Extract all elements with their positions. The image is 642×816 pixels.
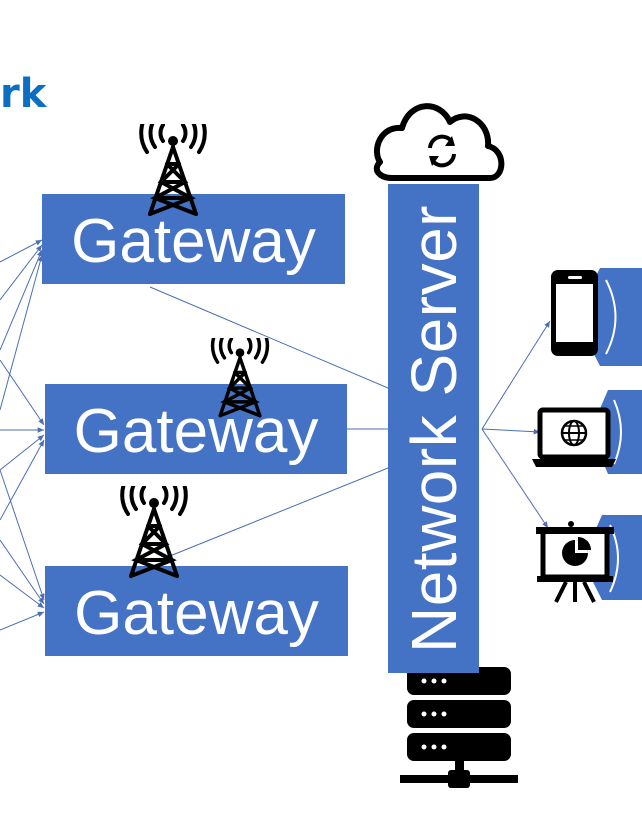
presentation-chart-icon (536, 521, 614, 603)
network-server-label: Network Server (397, 204, 470, 653)
gateway-server-connectors (149, 286, 389, 557)
radio-tower-icon (138, 124, 208, 219)
server-rack-icon (400, 667, 518, 788)
radio-tower-icon (118, 486, 190, 581)
network-server-box: Network Server (388, 184, 479, 673)
gateway-box: Gateway (45, 566, 348, 656)
gateway-label: Gateway (74, 578, 319, 648)
gateway-label: Gateway (71, 206, 316, 276)
end-device-connectors (0, 239, 45, 631)
gateway-box: Gateway (45, 384, 347, 474)
page-title-fragment: rk (0, 71, 47, 117)
radio-tower-icon (205, 338, 275, 420)
laptop-globe-icon (532, 407, 616, 467)
gateway-label: Gateway (73, 396, 319, 466)
smartphone-icon (551, 270, 598, 356)
server-device-connectors (481, 320, 551, 529)
cloud-sync-icon (373, 103, 505, 181)
